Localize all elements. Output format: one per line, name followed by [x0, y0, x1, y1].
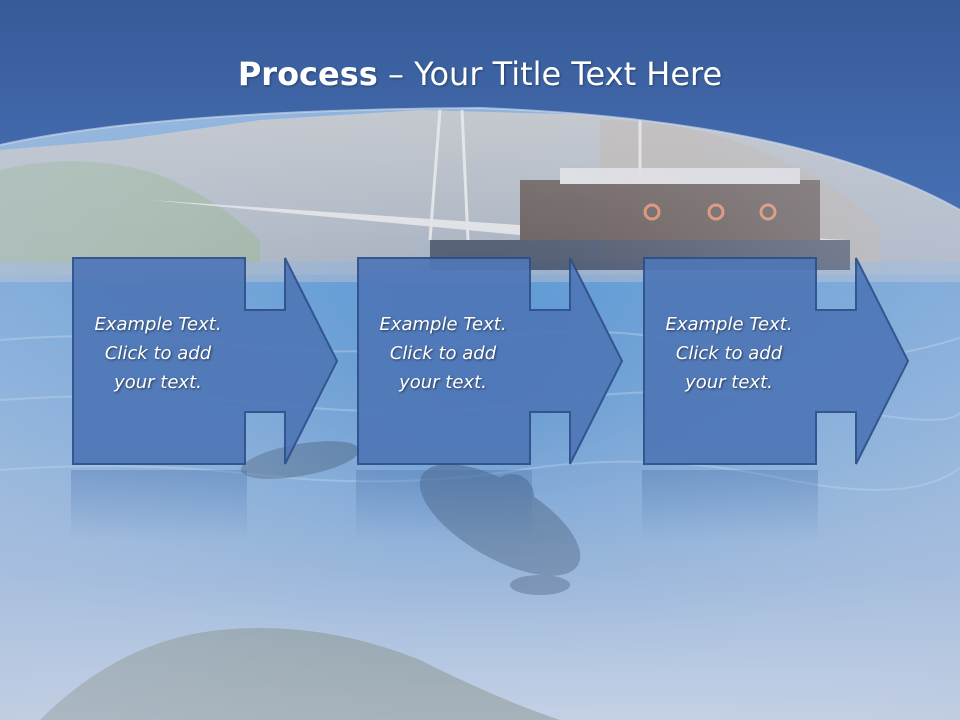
slide-title[interactable]: Process – Your Title Text Here: [0, 52, 960, 96]
arrow-box-shape: [357, 257, 624, 465]
process-step-3[interactable]: Example Text. Click to add your text.: [642, 256, 922, 468]
arrow-box-shape: [643, 257, 910, 465]
title-rest: – Your Title Text Here: [377, 55, 723, 93]
step-2-text[interactable]: Example Text. Click to add your text.: [379, 314, 507, 393]
process-step-1[interactable]: Example Text. Click to add your text.: [71, 256, 351, 468]
step-1-reflection: [71, 470, 247, 540]
step-3-text[interactable]: Example Text. Click to add your text.: [665, 314, 793, 393]
arrow-box-shape: [72, 257, 339, 465]
header-band: [0, 0, 960, 211]
title-bold: Process: [237, 55, 378, 93]
step-3-reflection: [642, 470, 818, 540]
step-1-text[interactable]: Example Text. Click to add your text.: [94, 314, 222, 393]
process-step-2[interactable]: Example Text. Click to add your text.: [356, 256, 636, 468]
step-2-reflection: [356, 470, 532, 540]
